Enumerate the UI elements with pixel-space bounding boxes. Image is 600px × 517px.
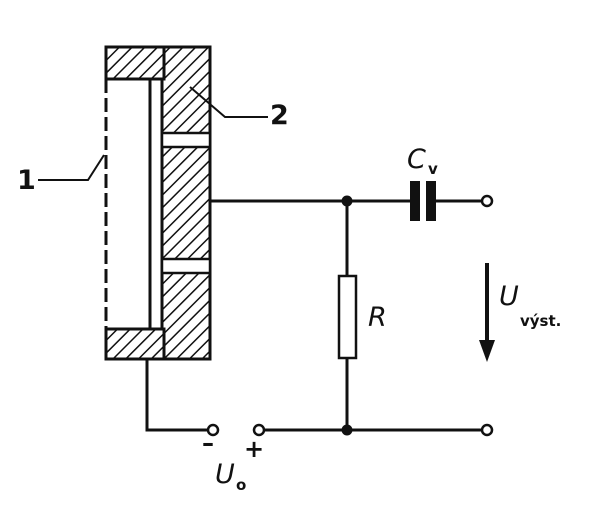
output-terminal-top[interactable] xyxy=(480,194,494,208)
label-output-voltage-subscript: výst. xyxy=(520,312,561,330)
label-supply-voltage-subscript: o xyxy=(236,476,246,494)
output-voltage-arrow xyxy=(479,263,495,362)
label-part-1: 1 xyxy=(17,165,36,196)
label-1-leader xyxy=(38,154,105,181)
label-capacitor: C xyxy=(407,144,426,175)
junction-top xyxy=(341,195,353,207)
junction-bottom xyxy=(341,424,353,436)
supply-terminal-plus[interactable] xyxy=(252,423,266,437)
label-supply-voltage: U xyxy=(215,459,235,490)
backplate-electrode xyxy=(160,45,212,361)
output-terminal-bottom[interactable] xyxy=(480,423,494,437)
resistor xyxy=(337,274,358,360)
label-resistor: R xyxy=(368,302,387,333)
supply-terminal-minus[interactable] xyxy=(206,423,220,437)
label-supply-minus: – xyxy=(202,429,214,457)
label-2-leader xyxy=(189,86,268,118)
housing-top-clamp xyxy=(104,45,166,81)
housing-bottom-clamp xyxy=(104,327,166,361)
label-capacitor-subscript: v xyxy=(428,160,438,178)
label-output-voltage: U xyxy=(499,281,519,312)
label-part-2: 2 xyxy=(270,100,289,131)
circuit-wires xyxy=(145,199,482,432)
membrane xyxy=(104,77,162,329)
label-supply-plus: + xyxy=(244,435,264,463)
coupling-capacitor xyxy=(410,181,436,221)
